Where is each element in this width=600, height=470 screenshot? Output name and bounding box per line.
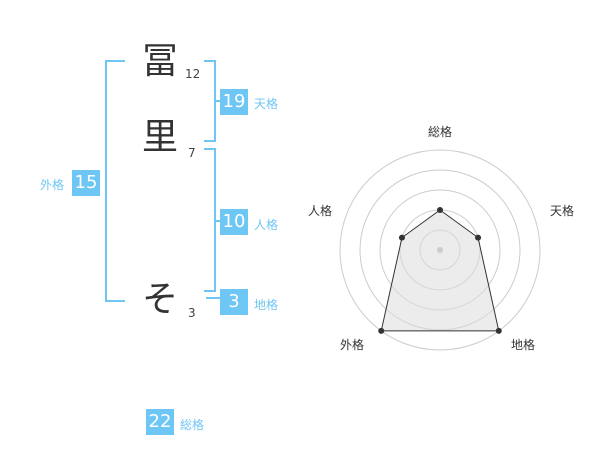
tenkaku-label: 天格 [254,97,279,111]
radar-point-0 [437,207,443,213]
radar-label-soukaku: 総格 [428,125,453,139]
radar-center-dot [437,247,443,253]
gaikaku-bracket [105,60,125,302]
radar-score-polygon [380,209,500,332]
radar-label-chikaku: 地格 [511,338,536,352]
radar-point-4 [398,234,405,241]
jinkaku-value: 10 [220,209,248,235]
soukaku-label: 総格 [180,418,205,432]
jinkaku-label: 人格 [254,218,279,232]
tenkaku-value: 19 [220,89,248,115]
stroke-count-3: 3 [188,306,196,320]
jinkaku-connector [214,220,220,222]
gaikaku-value: 15 [72,170,100,196]
tenkaku-connector [214,100,220,102]
radar-point-3 [378,327,385,334]
soukaku-value: 22 [146,409,174,435]
radar-label-tenkaku: 天格 [550,204,575,218]
chikaku-label: 地格 [254,298,279,312]
radar-label-jinkaku: 人格 [308,204,333,218]
radar-label-gaikaku: 外格 [340,338,365,352]
stroke-count-2: 7 [188,146,196,160]
name-char-2: 里 [142,117,179,158]
radar-grid-ring [339,149,541,351]
chikaku-value: 3 [220,289,248,315]
stroke-count-1: 12 [185,67,201,81]
chikaku-connector [206,297,220,299]
radar-point-1 [475,234,482,241]
gaikaku-label: 外格 [40,178,65,192]
name-char-3: そ [142,279,179,320]
name-char-1: 冨 [142,41,179,82]
radar-point-2 [495,327,502,334]
